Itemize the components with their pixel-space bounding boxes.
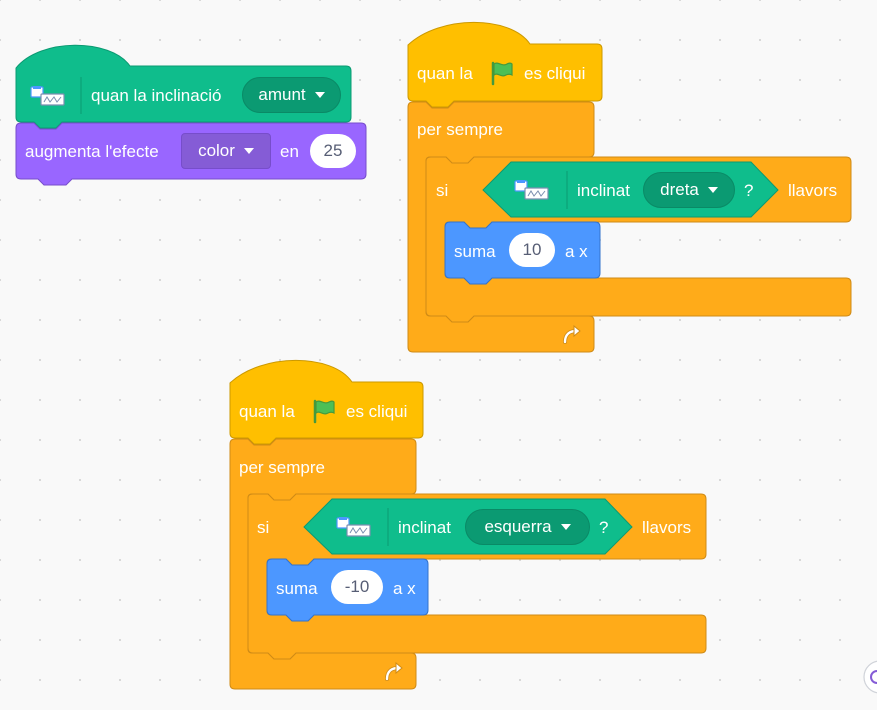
change-x-suffix-3: a x [393,579,416,598]
hat-when-label-3: quan la [239,402,295,421]
change-x-amount-input-2[interactable]: 10 [509,233,555,267]
if-label-2: si [436,181,449,200]
forever-label-2: per sempre [417,120,503,139]
green-flag-icon [491,61,513,86]
tilted-label-2: inclinat [577,181,630,200]
effect-amount-input[interactable]: 25 [310,134,356,168]
loop-arrow-icon [385,661,403,681]
loop-arrow-icon [563,324,581,344]
change-effect-by-label: en [280,142,299,161]
change-x-suffix-2: a x [565,242,588,261]
forever-label-3: per sempre [239,458,325,477]
effect-dropdown[interactable]: color [181,133,271,169]
tilt-direction-value: amunt [258,85,306,104]
chevron-down-icon [560,524,571,530]
makey-tilt-extension-icon [30,86,65,106]
makey-tilt-extension-icon [336,517,371,537]
tilt-side-value-3: esquerra [484,517,552,536]
tilt-side-dropdown-2[interactable]: dreta [643,172,735,208]
effect-value: color [198,141,235,160]
change-x-prefix-3: suma [276,579,318,598]
hat-clicked-label-2: es cliqui [524,64,586,83]
chevron-down-icon [314,92,325,98]
hat-when-label-2: quan la [417,64,473,83]
chevron-down-icon [243,148,254,154]
then-label-3: llavors [642,518,692,537]
chevron-down-icon [707,187,718,193]
question-mark-2: ? [744,181,754,200]
change-x-prefix-2: suma [454,242,496,261]
tilt-hat-label: quan la inclinació [91,86,222,105]
change-x-amount-input-3[interactable]: -10 [331,570,383,604]
if-label-3: si [257,518,270,537]
change-effect-label: augmenta l'efecte [25,142,159,161]
tilt-direction-dropdown[interactable]: amunt [242,77,341,113]
zoom-control-icon[interactable] [861,660,877,694]
hat-clicked-label-3: es cliqui [346,402,408,421]
tilted-label-3: inclinat [398,518,451,537]
then-label-2: llavors [788,181,838,200]
tilt-side-value-2: dreta [660,180,699,199]
green-flag-icon [313,399,335,424]
makey-tilt-extension-icon [514,180,549,200]
question-mark-3: ? [599,518,609,537]
tilt-side-dropdown-3[interactable]: esquerra [465,509,590,545]
